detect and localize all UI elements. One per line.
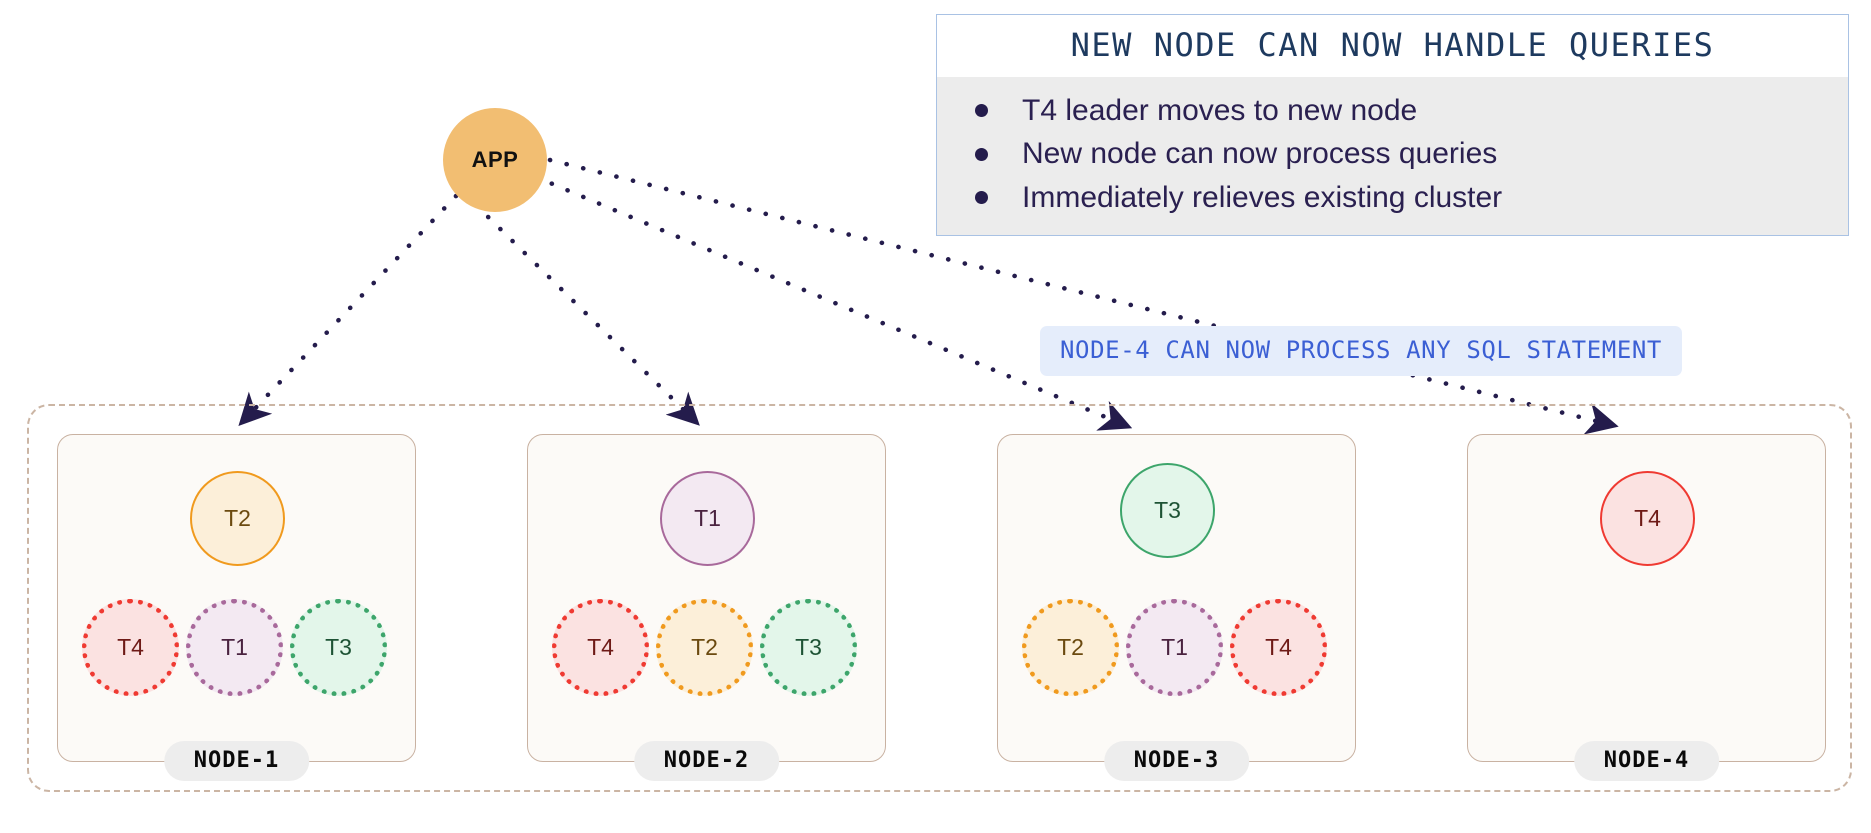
replica-label: T3 [1154, 497, 1181, 523]
replica-label: T1 [694, 505, 721, 531]
node-label-pill: NODE-2 [633, 741, 780, 781]
node-label-pill: NODE-4 [1573, 741, 1720, 781]
follower-replica-t3[interactable]: T3 [290, 599, 387, 696]
follower-replica-t3[interactable]: T3 [760, 599, 857, 696]
node-label-pill: NODE-1 [163, 741, 310, 781]
replica-label: T2 [691, 634, 718, 660]
replica-label: T3 [325, 634, 352, 660]
replica-label: T4 [117, 634, 144, 660]
follower-replica-t1[interactable]: T1 [1126, 599, 1223, 696]
leader-replica-t3[interactable]: T3 [1120, 463, 1215, 558]
leader-replica-t2[interactable]: T2 [190, 471, 285, 566]
leader-replica-t1[interactable]: T1 [660, 471, 755, 566]
replica-label: T1 [1161, 634, 1188, 660]
bullet-dot-icon [975, 190, 988, 204]
replica-label: T2 [224, 505, 251, 531]
info-bullet-text: New node can now process queries [1022, 137, 1498, 171]
info-panel: NEW NODE CAN NOW HANDLE QUERIES T4 leade… [936, 14, 1849, 237]
info-bullet-item: New node can now process queries [937, 132, 1848, 175]
edge-app-node1 [238, 193, 459, 427]
follower-replica-t4[interactable]: T4 [1230, 599, 1327, 696]
info-bullet-text: Immediately relieves existing cluster [1022, 180, 1503, 214]
info-bullet-item: T4 leader moves to new node [937, 89, 1848, 132]
app-client-node[interactable]: APP [443, 108, 547, 212]
follower-replica-t1[interactable]: T1 [186, 599, 283, 696]
replica-label: T4 [1265, 634, 1292, 660]
replica-label: T2 [1057, 634, 1084, 660]
follower-replica-t2[interactable]: T2 [1022, 599, 1119, 696]
follower-replica-t4[interactable]: T4 [82, 599, 179, 696]
info-bullet-text: T4 leader moves to new node [1022, 94, 1418, 127]
bullet-dot-icon [975, 147, 988, 161]
node-label-pill: NODE-3 [1103, 741, 1250, 781]
app-label: APP [471, 147, 519, 172]
info-panel-title: NEW NODE CAN NOW HANDLE QUERIES [937, 15, 1848, 77]
follower-replica-t4[interactable]: T4 [552, 599, 649, 696]
edge-app-node2 [473, 202, 700, 426]
leader-replica-t4[interactable]: T4 [1600, 471, 1695, 566]
replica-label: T1 [221, 634, 248, 660]
info-panel-body: T4 leader moves to new node New node can… [937, 77, 1848, 236]
sql-callout-badge: NODE-4 CAN NOW PROCESS ANY SQL STATEMENT [1040, 326, 1682, 376]
follower-replica-t2[interactable]: T2 [656, 599, 753, 696]
replica-label: T3 [795, 634, 822, 660]
replica-label: T4 [1634, 505, 1661, 531]
replica-label: T4 [587, 634, 614, 660]
info-bullet-item: Immediately relieves existing cluster [937, 176, 1848, 219]
bullet-dot-icon [975, 104, 988, 118]
